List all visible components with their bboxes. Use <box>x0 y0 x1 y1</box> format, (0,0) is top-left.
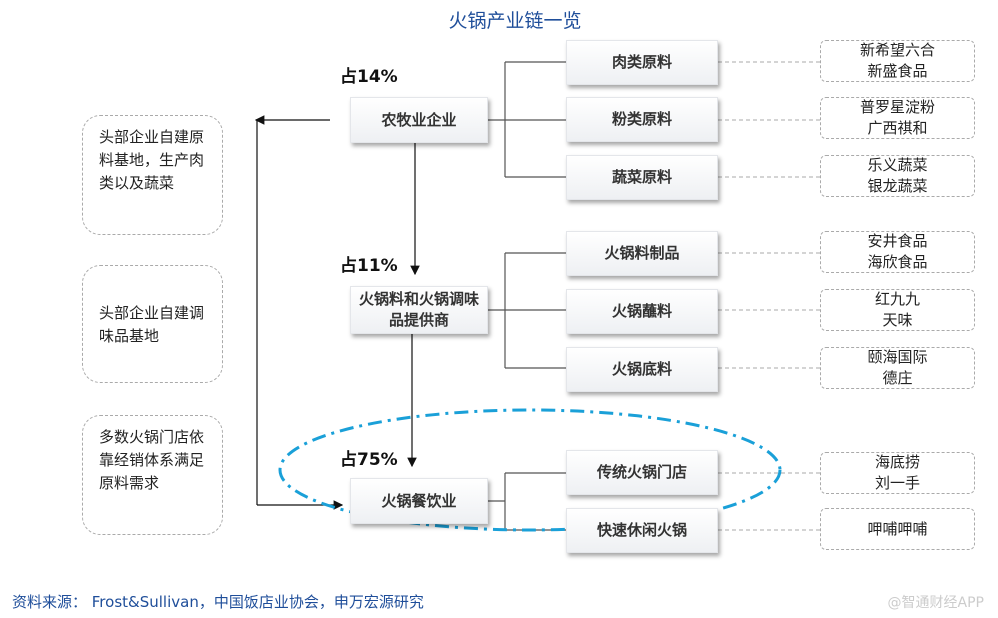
company-box: 乐义蔬菜 银龙蔬菜 <box>820 155 975 197</box>
company-box: 颐海国际 德庄 <box>820 347 975 389</box>
category-box: 蔬菜原料 <box>566 155 718 200</box>
tier1-node: 农牧业企业 <box>350 97 488 143</box>
category-box: 火锅底料 <box>566 347 718 392</box>
highlight-ellipse <box>278 408 782 532</box>
tier2-share: 占11% <box>340 256 398 276</box>
company-box: 呷哺呷哺 <box>820 508 975 550</box>
company-box: 安井食品 海欣食品 <box>820 231 975 273</box>
source-note: 资料来源： Frost&Sullivan，中国饭店业协会，申万宏源研究 <box>12 593 424 611</box>
watermark: @智通财经APP <box>887 595 984 611</box>
left-note-1: 头部企业自建原料基地，生产肉类以及蔬菜 <box>82 115 223 235</box>
category-box: 火锅料制品 <box>566 231 718 276</box>
left-note-2: 头部企业自建调味品基地 <box>82 265 223 383</box>
tier1-branches <box>488 61 566 178</box>
company-box: 红九九 天味 <box>820 289 975 331</box>
company-box: 普罗星淀粉 广西祺和 <box>820 97 975 139</box>
tier3-node: 火锅餐饮业 <box>350 478 488 524</box>
tier2-node: 火锅料和火锅调味品提供商 <box>350 286 488 334</box>
category-box: 传统火锅门店 <box>566 450 718 495</box>
left-note-3: 多数火锅门店依靠经销体系满足原料需求 <box>82 415 223 535</box>
tier2-branches <box>488 252 566 369</box>
category-box: 快速休闲火锅 <box>566 508 718 553</box>
company-box: 海底捞 刘一手 <box>820 452 975 494</box>
category-box: 粉类原料 <box>566 97 718 142</box>
tier1-share: 占14% <box>340 67 398 87</box>
category-box: 肉类原料 <box>566 40 718 85</box>
tier3-branches <box>488 472 566 531</box>
category-box: 火锅蘸料 <box>566 289 718 334</box>
diagram-title: 火锅产业链一览 <box>448 10 582 32</box>
company-box: 新希望六合 新盛食品 <box>820 40 975 82</box>
tier3-share: 占75% <box>340 450 398 470</box>
